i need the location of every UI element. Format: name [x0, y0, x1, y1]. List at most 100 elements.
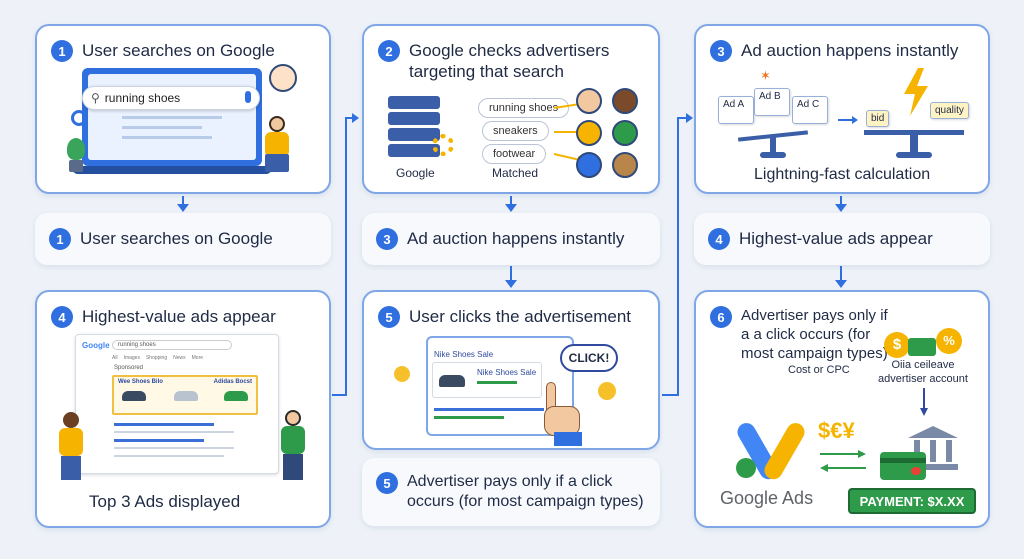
step-strip-ad-auction: 3 Ad auction happens instantly	[362, 213, 660, 265]
ad-card[interactable]: Nike Shoes Sale	[432, 362, 542, 398]
advertiser-account-label: Oiia ceileave advertiser account	[878, 359, 968, 385]
coin-percent-icon: %	[936, 328, 962, 354]
plant-icon	[65, 138, 87, 172]
connector-arrow	[662, 113, 693, 396]
scale-left-icon	[737, 130, 809, 160]
sparkle-icon: ✶	[760, 68, 771, 83]
keyword-pill: footwear	[482, 144, 547, 164]
panel-caption: Lightning-fast calculation	[754, 166, 931, 183]
step-strip-user-search: 1 User searches on Google	[35, 213, 331, 265]
step-number: 6	[710, 306, 732, 328]
scale-right-icon	[864, 124, 964, 160]
cost-note: Cost or CPC	[788, 364, 850, 376]
flow-arrow	[835, 196, 847, 212]
hand-cursor-icon	[540, 382, 584, 446]
strip-text: Advertiser pays only if a click occurs (…	[407, 473, 644, 510]
banknote-icon	[908, 338, 936, 356]
person-at-laptop-illustration	[257, 116, 297, 174]
step-number: 1	[49, 228, 71, 250]
ad-card: Ad B	[754, 88, 790, 116]
step-strip-highest-value-ads: 4 Highest-value ads appear	[694, 213, 990, 265]
flow-arrow	[505, 196, 517, 212]
panel-title-row: 6 Advertiser pays only if a a click occu…	[710, 306, 895, 363]
advertiser-avatar	[612, 120, 638, 146]
arrow-down-icon	[920, 388, 928, 416]
advertiser-avatar	[612, 152, 638, 178]
ad-card: Ad C	[792, 96, 828, 124]
emoji-icon	[394, 366, 410, 382]
laptop-base	[72, 166, 272, 174]
credit-card-icon	[880, 452, 926, 480]
serp-tab: More	[191, 355, 204, 361]
serp-logo: Google	[82, 341, 110, 350]
shoe-image	[122, 391, 146, 401]
currency-symbols: $€¥	[818, 418, 855, 443]
ad-product-title: Nike Shoes Sale	[477, 368, 537, 377]
search-input[interactable]: ⚲ running shoes	[82, 86, 260, 110]
serp-tab: Images	[123, 355, 140, 361]
ad-slot-box: Wee Shoes Bilo Adidas Bocst	[112, 375, 258, 415]
bank-icon	[908, 426, 958, 470]
advertiser-avatar	[612, 88, 638, 114]
serp-tab: News	[173, 355, 186, 361]
strip-text: Ad auction happens instantly	[407, 229, 625, 248]
step-number: 2	[378, 40, 400, 62]
keyword-pill: sneakers	[482, 121, 549, 141]
advertiser-avatar	[576, 88, 602, 114]
advertiser-avatar	[576, 120, 602, 146]
coin-dollar-icon: $	[884, 332, 910, 358]
step-number: 1	[51, 40, 73, 62]
step-number: 5	[378, 306, 400, 328]
panel-title: Google checks advertisers targeting that…	[409, 41, 610, 81]
mic-icon	[245, 91, 251, 103]
panel-title: User clicks the advertisement	[409, 307, 632, 326]
panel-title: Highest-value ads appear	[82, 307, 276, 326]
flow-arrow	[177, 196, 189, 212]
panel-title: Ad auction happens instantly	[741, 41, 959, 60]
panel-advertiser-pays: 6 Advertiser pays only if a a click occu…	[694, 290, 990, 528]
magnifier-icon	[71, 110, 87, 126]
flow-arrow	[835, 266, 847, 288]
ad-header: Nike Shoes Sale	[434, 350, 494, 359]
google-ads-wordmark: Google Ads	[720, 488, 814, 508]
click-label: CLICK!	[568, 351, 610, 365]
step-number: 3	[710, 40, 732, 62]
panel-title: Advertiser pays only if a a click occurs…	[741, 307, 888, 362]
panel-highest-value-ads: 4 Highest-value ads appear Google runnin…	[35, 290, 331, 528]
panel-caption: Top 3 Ads displayed	[89, 492, 241, 511]
search-query: running shoes	[104, 91, 181, 105]
click-speech-bubble: CLICK!	[560, 344, 618, 372]
panel-user-search: 1 User searches on Google ⚲ running shoe…	[35, 24, 331, 194]
user-avatar	[269, 64, 297, 92]
search-results-page: Google running shoes All Images Shopping…	[75, 334, 279, 474]
serp-sponsored: Sponsored	[114, 365, 144, 371]
shoe-image	[174, 391, 198, 401]
step-number: 3	[376, 228, 398, 250]
serp-tabs: All Images Shopping News More	[112, 355, 203, 361]
advertiser-avatar	[576, 152, 602, 178]
panel-advertiser-targeting: 2 Google checks advertisers targeting th…	[362, 24, 660, 194]
shoe-image	[224, 391, 248, 401]
person-pointing-left-illustration	[51, 412, 91, 482]
payment-badge: PAYMENT: $X.XX	[848, 488, 976, 514]
shoe-image	[439, 375, 465, 387]
google-ads-logo-icon	[734, 416, 808, 483]
search-icon: ⚲	[91, 91, 100, 105]
keyword-pill: running shoes	[478, 98, 570, 118]
panel-title: User searches on Google	[82, 41, 275, 60]
payment-label: PAYMENT: $X.XX	[859, 493, 965, 509]
ad-label: Adidas Bocst	[213, 379, 252, 385]
emoji-icon	[598, 382, 616, 400]
ad-label: Wee Shoes Bilo	[118, 379, 163, 385]
strip-text: Highest-value ads appear	[739, 229, 933, 248]
serp-search-box: running shoes	[112, 340, 232, 350]
serp-tab: All	[112, 355, 118, 361]
laptop-illustration	[82, 68, 262, 166]
bid-tag: bid	[866, 110, 890, 127]
exchange-arrows-icon	[820, 450, 866, 472]
lightning-icon	[902, 68, 930, 116]
panel-ad-auction: 3 Ad auction happens instantly Ad A Ad B…	[694, 24, 990, 194]
serp-tab: Shopping	[145, 355, 168, 361]
arrow-right-icon	[838, 116, 858, 124]
serp-query: running shoes	[118, 342, 156, 348]
